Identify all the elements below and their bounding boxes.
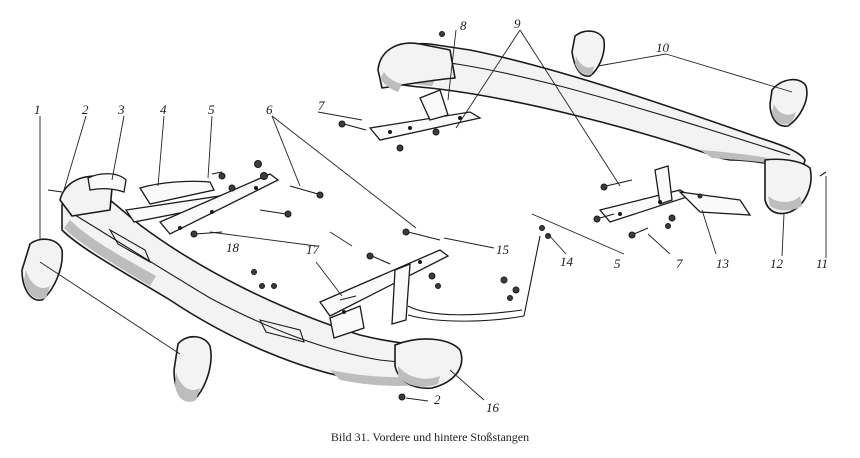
callout-18: 18 xyxy=(226,240,240,255)
front-bracket-left xyxy=(124,173,280,235)
callout-2-rear: 2 xyxy=(434,392,441,407)
front-bumper-stay-rod xyxy=(407,235,541,322)
callout-15: 15 xyxy=(496,242,510,257)
leader-lines xyxy=(39,29,827,402)
rear-guard-horn-right xyxy=(769,78,808,127)
callout-17: 17 xyxy=(306,242,320,257)
callout-7-upper: 7 xyxy=(318,98,325,113)
callout-12: 12 xyxy=(770,256,784,271)
front-left-end-piece xyxy=(59,173,127,217)
callout-16: 16 xyxy=(486,400,500,415)
rear-bracket-left xyxy=(368,89,482,141)
callout-4: 4 xyxy=(160,102,167,117)
callout-6: 6 xyxy=(266,102,273,117)
rear-bolts xyxy=(338,31,827,239)
callout-5-rear: 5 xyxy=(614,256,621,271)
callout-11: 11 xyxy=(816,256,828,271)
front-guard-horn-right xyxy=(173,335,212,402)
front-bumper-end-cap xyxy=(394,338,463,390)
front-guard-horn-left xyxy=(21,238,64,301)
callout-13: 13 xyxy=(716,256,730,271)
callout-2-front: 2 xyxy=(82,102,89,117)
callout-3: 3 xyxy=(117,102,125,117)
callout-7-rear: 7 xyxy=(676,256,683,271)
callout-14: 14 xyxy=(560,254,574,269)
callout-5-front: 5 xyxy=(208,102,215,117)
rear-guard-horn-left xyxy=(571,30,606,77)
callout-8: 8 xyxy=(460,18,467,33)
front-bolts xyxy=(47,160,551,401)
rear-bracket-right xyxy=(598,165,692,223)
front-bracket-right xyxy=(319,249,450,339)
callout-1: 1 xyxy=(34,102,41,117)
callout-numbers: 1 2 3 4 5 6 7 8 9 10 11 12 13 14 15 16 1… xyxy=(34,16,828,415)
figure-caption: Bild 31. Vordere und hintere Stoßstangen xyxy=(330,430,530,444)
rear-left-end-cap xyxy=(377,42,456,92)
callout-10: 10 xyxy=(656,40,670,55)
rear-side-bracket xyxy=(678,191,752,216)
callout-9: 9 xyxy=(514,16,521,31)
rear-bumper-end-cap xyxy=(764,158,812,215)
